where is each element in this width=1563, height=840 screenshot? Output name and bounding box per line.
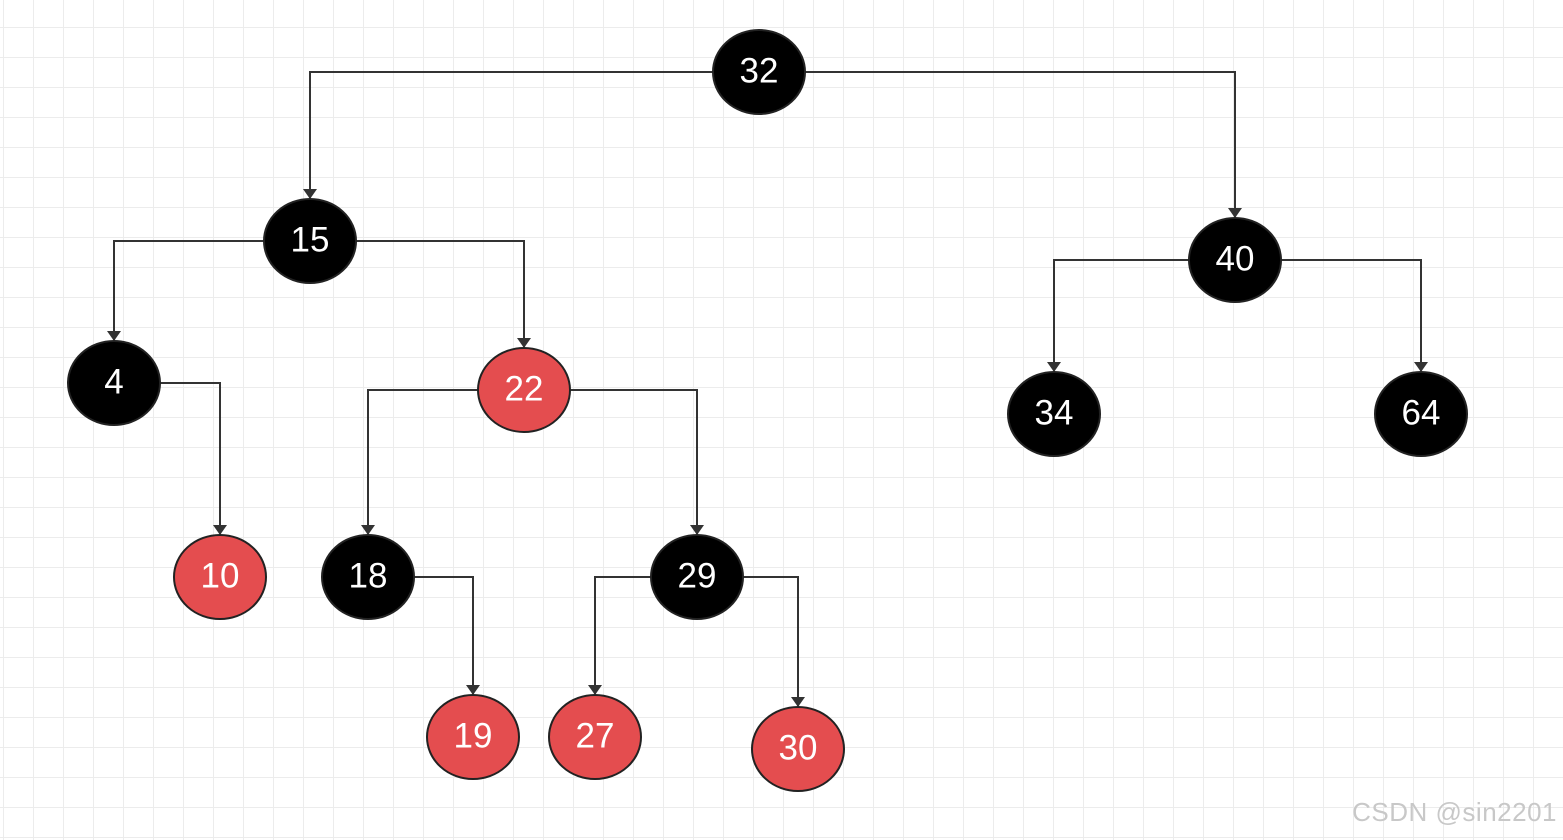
node-4-black: 4 bbox=[67, 340, 161, 426]
node-27-circle bbox=[548, 694, 642, 780]
node-40-label: 40 bbox=[1216, 239, 1255, 278]
edge-18-to-19 bbox=[414, 576, 480, 695]
node-30-circle bbox=[751, 706, 845, 792]
node-4-label: 4 bbox=[104, 362, 123, 401]
node-27-red: 27 bbox=[548, 694, 642, 780]
node-32-label: 32 bbox=[740, 51, 779, 90]
edge-40-to-34 bbox=[1047, 259, 1189, 372]
node-34-black: 34 bbox=[1007, 371, 1101, 457]
node-15-label: 15 bbox=[291, 220, 330, 259]
edge-15-to-22 bbox=[356, 240, 531, 348]
watermark-text: CSDN @sin2201 bbox=[1352, 797, 1557, 827]
node-64-black: 64 bbox=[1374, 371, 1468, 457]
node-19-circle bbox=[426, 694, 520, 780]
node-15-circle bbox=[263, 198, 357, 284]
node-19-label: 19 bbox=[454, 716, 493, 755]
node-64-circle bbox=[1374, 371, 1468, 457]
node-29-circle bbox=[650, 534, 744, 620]
node-34-circle bbox=[1007, 371, 1101, 457]
node-15-black: 15 bbox=[263, 198, 357, 284]
node-22-red: 22 bbox=[477, 347, 571, 433]
node-10-red: 10 bbox=[173, 534, 267, 620]
node-22-label: 22 bbox=[505, 369, 544, 408]
edges-layer bbox=[107, 71, 1428, 707]
node-27-label: 27 bbox=[576, 716, 615, 755]
node-18-label: 18 bbox=[349, 556, 388, 595]
edge-32-to-40 bbox=[805, 71, 1242, 218]
edge-4-to-10 bbox=[160, 382, 227, 535]
node-18-circle bbox=[321, 534, 415, 620]
edge-40-to-64 bbox=[1281, 259, 1428, 372]
node-29-black: 29 bbox=[650, 534, 744, 620]
node-32-black: 32 bbox=[712, 29, 806, 115]
node-22-circle bbox=[477, 347, 571, 433]
node-10-label: 10 bbox=[201, 556, 240, 595]
node-4-circle bbox=[67, 340, 161, 426]
edge-22-to-29 bbox=[570, 389, 704, 535]
node-18-black: 18 bbox=[321, 534, 415, 620]
node-30-red: 30 bbox=[751, 706, 845, 792]
node-40-black: 40 bbox=[1188, 217, 1282, 303]
node-30-label: 30 bbox=[779, 728, 818, 767]
edge-32-to-15 bbox=[303, 71, 713, 199]
node-64-label: 64 bbox=[1402, 393, 1441, 432]
node-32-circle bbox=[712, 29, 806, 115]
nodes-layer: 32 15 40 4 22 34 64 10 18 29 19 27 30 bbox=[67, 29, 1468, 792]
node-29-label: 29 bbox=[678, 556, 717, 595]
edge-29-to-27 bbox=[588, 576, 651, 695]
edge-15-to-4 bbox=[107, 240, 264, 341]
edge-22-to-18 bbox=[361, 389, 478, 535]
edge-29-to-30 bbox=[743, 576, 805, 707]
node-10-circle bbox=[173, 534, 267, 620]
node-19-red: 19 bbox=[426, 694, 520, 780]
node-40-circle bbox=[1188, 217, 1282, 303]
node-34-label: 34 bbox=[1035, 393, 1074, 432]
